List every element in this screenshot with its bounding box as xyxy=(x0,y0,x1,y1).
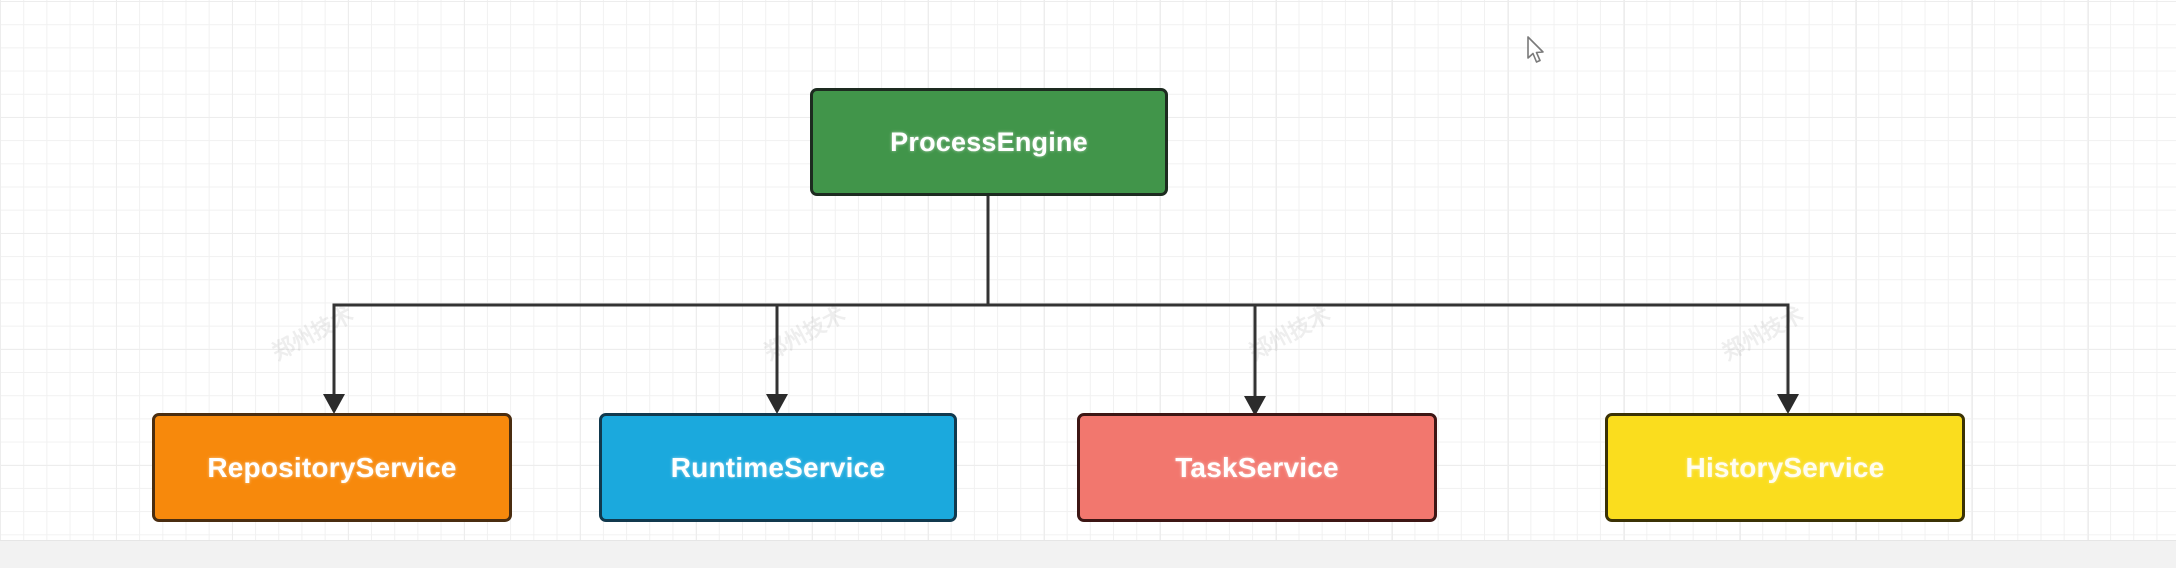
node-repository-service[interactable]: RepositoryService xyxy=(152,413,512,522)
node-runtime-service-label: RuntimeService xyxy=(670,451,886,483)
arrowhead-repository xyxy=(323,394,345,414)
node-task-service[interactable]: TaskService xyxy=(1077,413,1437,522)
watermark-text: 郑州技术 xyxy=(268,302,358,366)
watermark-text: 郑州技术 xyxy=(1718,302,1808,366)
arrowhead-history xyxy=(1777,394,1799,414)
node-process-engine-label: ProcessEngine xyxy=(890,126,1088,157)
node-task-service-label: TaskService xyxy=(1175,451,1339,483)
node-history-service[interactable]: HistoryService xyxy=(1605,413,1965,522)
watermark-text: 郑州技术 xyxy=(760,302,850,366)
node-repository-service-label: RepositoryService xyxy=(207,451,457,483)
node-runtime-service[interactable]: RuntimeService xyxy=(599,413,957,522)
node-history-service-label: HistoryService xyxy=(1685,451,1885,483)
mouse-pointer-icon xyxy=(1527,36,1544,63)
watermark-text: 郑州技术 xyxy=(1245,302,1335,366)
footer-strip xyxy=(0,540,2176,568)
arrowhead-runtime xyxy=(766,394,788,414)
node-process-engine[interactable]: ProcessEngine xyxy=(810,88,1168,196)
